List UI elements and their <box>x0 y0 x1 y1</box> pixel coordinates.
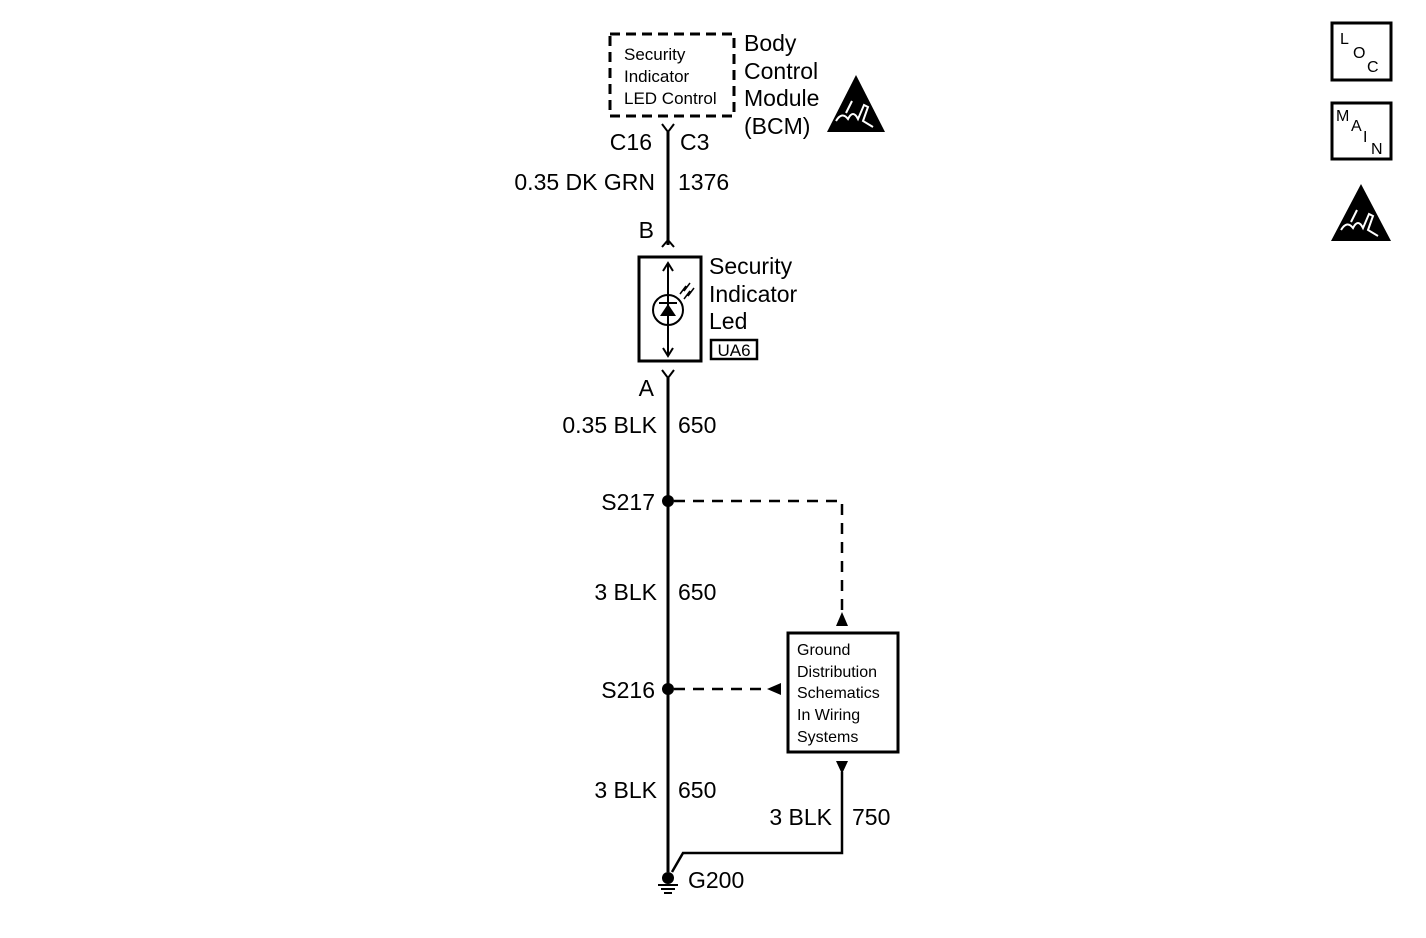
ground-symbol-icon <box>658 884 678 894</box>
loc-button[interactable]: L O C <box>1330 21 1393 82</box>
bcm-inner-line-1: Security <box>624 45 686 64</box>
led-option-code: UA6 <box>717 341 750 360</box>
light-emission-icon <box>679 282 695 300</box>
main-letter-i: I <box>1363 129 1367 146</box>
main-letter-a: A <box>1351 118 1362 135</box>
bcm-component: Security Indicator LED Control Body Cont… <box>608 30 819 139</box>
led-pin-a: A <box>639 375 655 401</box>
ground-dist-line-1: Ground <box>797 642 850 659</box>
led-connector-b: B <box>639 217 675 248</box>
wire-1376-circuit: 1376 <box>678 169 729 195</box>
esd-button-icon[interactable] <box>1331 184 1391 241</box>
bcm-title-line-1: Body <box>744 30 797 56</box>
led-name-line-3: Led <box>709 308 747 334</box>
wire-650b-gauge: 3 BLK <box>594 579 657 605</box>
ground-point <box>662 872 674 884</box>
bcm-pin-left: C16 <box>610 129 652 155</box>
option-code-box <box>709 338 759 361</box>
splice-s216 <box>662 683 674 695</box>
ground-distribution-box <box>786 631 900 754</box>
ground-dist-line-3: Schematics <box>797 685 880 702</box>
splice-s217 <box>662 495 674 507</box>
led-name-line-1: Security <box>709 253 793 279</box>
wire-650a-gauge: 0.35 BLK <box>562 412 657 438</box>
ground-distribution-reference: Ground Distribution Schematics In Wiring… <box>786 631 900 754</box>
led-name-line-2: Indicator <box>709 281 798 307</box>
splice-s217-label: S217 <box>601 489 655 515</box>
ground-dist-line-2: Distribution <box>797 664 877 681</box>
led-pin-b: B <box>639 217 654 243</box>
bcm-inner-line-3: LED Control <box>624 89 717 108</box>
main-button[interactable]: M A I N <box>1330 101 1393 161</box>
security-indicator-led: Security Indicator Led UA6 <box>637 253 798 363</box>
main-letter-n: N <box>1371 141 1383 158</box>
bcm-title-line-3: Module <box>744 85 819 111</box>
wire-750 <box>670 772 844 873</box>
bcm-pin-right: C3 <box>680 129 709 155</box>
bcm-title-line-4: (BCM) <box>744 113 810 139</box>
ground-label: G200 <box>688 867 744 893</box>
wire-650b-circuit: 650 <box>678 579 716 605</box>
ground-dist-arrow-icon <box>836 761 848 774</box>
s216-arrow-icon <box>767 683 781 695</box>
main-letter-m: M <box>1336 108 1349 125</box>
splice-s216-label: S216 <box>601 677 655 703</box>
bcm-title-line-2: Control <box>744 58 818 84</box>
ground-g200: G200 <box>658 867 744 894</box>
wire-650c-circuit: 650 <box>678 777 716 803</box>
wire-650a-circuit: 650 <box>678 412 716 438</box>
bcm-inner-line-2: Indicator <box>624 67 690 86</box>
wire-1376-gauge: 0.35 DK GRN <box>514 169 655 195</box>
wire-650c-gauge: 3 BLK <box>594 777 657 803</box>
loc-letter-c: C <box>1367 59 1379 76</box>
wire-750-circuit: 750 <box>852 804 890 830</box>
s217-arrow-icon <box>836 612 848 626</box>
bcm-dashed-box <box>608 32 736 118</box>
ground-dist-line-5: Systems <box>797 729 858 746</box>
bcm-connector: C16 C3 <box>610 123 709 155</box>
wire-750-gauge: 3 BLK <box>769 804 832 830</box>
esd-warning-icon <box>827 75 885 132</box>
loc-letter-o: O <box>1353 45 1365 62</box>
led-box <box>637 255 703 363</box>
loc-letter-l: L <box>1340 31 1349 48</box>
ground-dist-line-4: In Wiring <box>797 707 860 724</box>
